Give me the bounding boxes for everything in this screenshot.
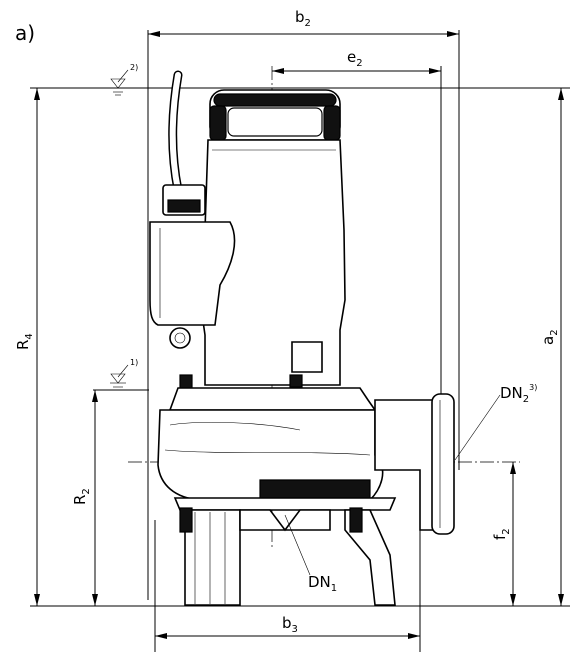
dim-label-r4: R4 (14, 333, 35, 350)
dim-label-r2: R2 (71, 488, 92, 505)
dim-label-a2: a2 (539, 329, 560, 345)
dim-label-f2: f2 (491, 528, 512, 540)
dim-label-b2: b2 (295, 8, 311, 29)
dim-label-dn1: DN1 (308, 573, 337, 594)
water-level-note-upper: 2) (130, 63, 138, 72)
figure-label: a) (15, 21, 35, 45)
dim-label-dn2: DN23) (500, 383, 537, 405)
dim-label-b3: b3 (282, 614, 298, 635)
water-level-symbol-upper: 2) (110, 63, 138, 96)
water-level-note-lower: 1) (130, 358, 138, 367)
pump-outline (149, 70, 455, 606)
dim-label-e2: e2 (347, 48, 363, 69)
water-level-symbol-lower: 1) (110, 358, 138, 391)
leader-lines (284, 394, 501, 576)
